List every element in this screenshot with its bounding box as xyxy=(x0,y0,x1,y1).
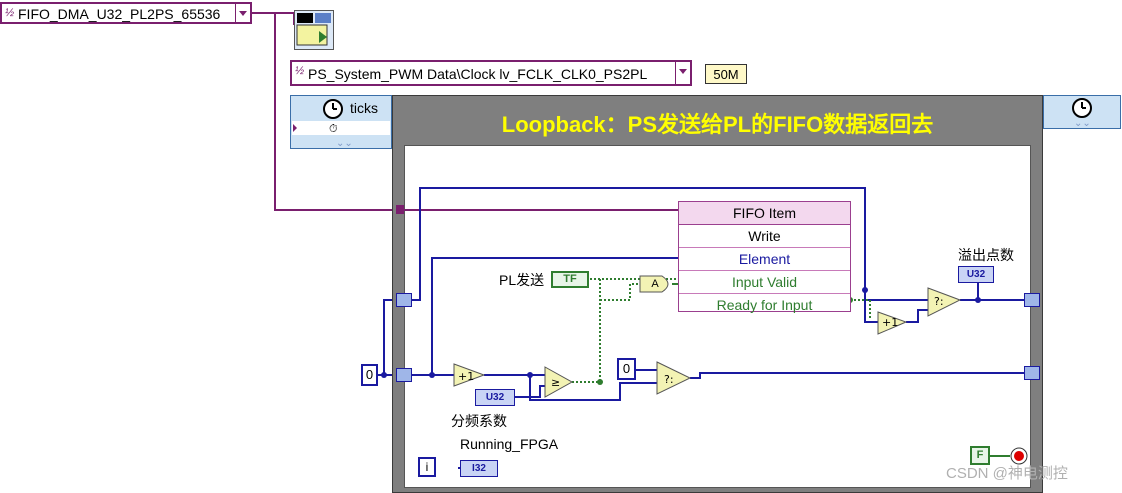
fifo-item-name: FIFO Item xyxy=(733,205,796,221)
chevron-down-icon[interactable] xyxy=(675,62,690,84)
shift-register-right-top[interactable] xyxy=(1024,293,1040,307)
init-zero-constant[interactable]: 0 xyxy=(361,364,378,386)
shift-register-right-bottom[interactable] xyxy=(1024,366,1040,380)
and-gate[interactable]: A xyxy=(651,278,659,290)
pl-send-tf-indicator[interactable]: TF xyxy=(551,271,589,288)
watermark: CSDN @神电测控 xyxy=(946,465,1068,482)
clock-frequency-label: 50M xyxy=(705,64,747,84)
fifo-method-write[interactable]: Write xyxy=(679,225,850,248)
fifo-reference-label: FIFO_DMA_U32_PL2PS_65536 xyxy=(18,6,221,22)
reference-icon: ½ xyxy=(5,7,15,19)
reference-icon: ½ xyxy=(295,65,305,77)
fifo-input-valid[interactable]: Input Valid xyxy=(679,271,850,294)
divider-u32-control[interactable]: U32 xyxy=(475,389,515,406)
overflow-count-label: 溢出点数 xyxy=(958,247,1014,263)
pl-send-label: PL发送 xyxy=(499,272,545,288)
svg-text:⏱: ⏱ xyxy=(329,122,338,135)
shift-register-left-bottom[interactable] xyxy=(396,368,412,382)
shift-register-left-top[interactable] xyxy=(396,293,412,307)
fifo-node-header: FIFO Item xyxy=(679,202,850,225)
svg-text:⌄⌄: ⌄⌄ xyxy=(1074,118,1091,128)
overflow-u32-indicator[interactable]: U32 xyxy=(958,266,994,283)
svg-text:⌄⌄: ⌄⌄ xyxy=(336,138,353,148)
running-i32-indicator[interactable]: I32 xyxy=(460,460,498,477)
timed-loop-input-node[interactable]: ⏱ ⌄⌄ xyxy=(290,95,392,149)
compare-zero-constant[interactable]: 0 xyxy=(617,358,636,380)
dma-fifo-icon[interactable] xyxy=(294,10,334,50)
running-fpga-label: Running_FPGA xyxy=(460,436,559,452)
fifo-reference-control[interactable]: ½ FIFO_DMA_U32_PL2PS_65536 xyxy=(0,2,252,24)
clock-reference-control[interactable]: ½ PS_System_PWM Data\Clock lv_FCLK_CLK0_… xyxy=(290,60,692,86)
divider-label: 分频系数 xyxy=(451,413,507,429)
timed-loop-title: Loopback：PS发送给PL的FIFO数据返回去 xyxy=(501,112,934,137)
ticks-label: ticks xyxy=(350,100,378,116)
fifo-input-element[interactable]: Element xyxy=(679,248,850,271)
fifo-method-node[interactable]: FIFO Item Write Element Input Valid Read… xyxy=(678,201,851,313)
false-constant[interactable]: F xyxy=(970,446,990,465)
iteration-terminal: i xyxy=(418,457,436,477)
chevron-down-icon[interactable] xyxy=(235,4,250,22)
clock-reference-label: PS_System_PWM Data\Clock lv_FCLK_CLK0_PS… xyxy=(308,66,648,82)
fifo-ready-for-input[interactable]: Ready for Input xyxy=(716,297,813,313)
timed-loop-output-node[interactable]: ⌄⌄ xyxy=(1043,95,1121,129)
